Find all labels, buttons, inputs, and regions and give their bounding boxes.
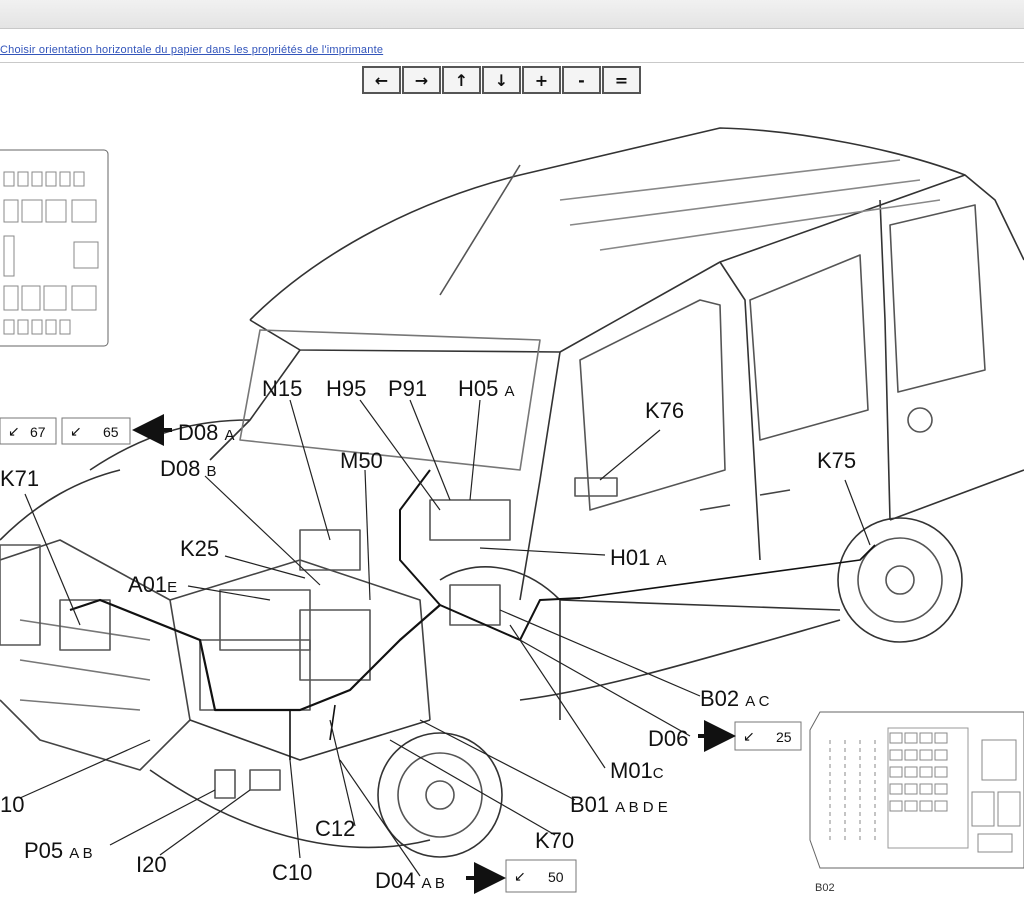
label-p91: P91	[388, 376, 427, 401]
label-d08b: D08 B	[160, 456, 217, 481]
ref-25-label: 25	[776, 729, 792, 745]
browser-toolbar	[0, 0, 1024, 29]
label-a01e: A01E	[128, 572, 177, 597]
label-m01c: M01C	[610, 758, 664, 783]
label-h05: H05 A	[458, 376, 515, 401]
label-n15: N15	[262, 376, 302, 401]
ref-box-65[interactable]: ↙ 65	[61, 417, 131, 445]
fuse-box-top-left	[0, 149, 109, 347]
ref-box-67[interactable]: ↙ 67	[0, 417, 57, 445]
divider	[0, 62, 1024, 63]
label-d08a: D08 A	[178, 420, 235, 445]
print-orientation-link[interactable]: Choisir orientation horizontale du papie…	[0, 44, 384, 56]
pan-up-button[interactable]: ↑	[442, 66, 481, 94]
zoom-reset-button[interactable]: =	[602, 66, 641, 94]
ref-box-25[interactable]: ↙ 25	[734, 721, 802, 751]
leader-lines	[19, 399, 871, 877]
label-c10: C10	[272, 860, 312, 885]
svg-text:↙: ↙	[743, 728, 755, 744]
label-h95: H95	[326, 376, 366, 401]
label-b02-fusebox: B02	[815, 882, 835, 894]
label-d06: D06	[648, 726, 688, 751]
pan-right-button[interactable]: →	[402, 66, 441, 94]
label-b01: B01 A B D E	[570, 792, 668, 817]
label-k71: K71	[0, 466, 39, 491]
label-d04ab: D04 A B	[375, 868, 445, 893]
zoom-out-button[interactable]: -	[562, 66, 601, 94]
ref-67-label: 67	[30, 424, 46, 440]
svg-text:↙: ↙	[70, 423, 82, 439]
label-k25: K25	[180, 536, 219, 561]
label-b02ac: B02 A C	[700, 686, 770, 711]
ref-50-label: 50	[548, 869, 564, 885]
label-c12: C12	[315, 816, 355, 841]
diagram-navigation-toolbar: ← → ↑ ↓ + - =	[362, 66, 642, 94]
pan-left-button[interactable]: ←	[362, 66, 401, 94]
label-h01a: H01 A	[610, 545, 667, 570]
fuse-box-bottom-right	[809, 711, 1024, 869]
zoom-in-button[interactable]: +	[522, 66, 561, 94]
label-k76: K76	[645, 398, 684, 423]
label-10: 10	[0, 792, 24, 817]
van-illustration	[0, 127, 1024, 858]
label-k75: K75	[817, 448, 856, 473]
label-p05ab: P05 A B	[24, 838, 93, 863]
label-k70: K70	[535, 828, 574, 853]
pan-down-button[interactable]: ↓	[482, 66, 521, 94]
svg-text:↙: ↙	[8, 423, 20, 439]
label-i20: I20	[136, 852, 167, 877]
svg-text:↙: ↙	[514, 868, 526, 884]
label-m50: M50	[340, 448, 383, 473]
ref-box-50[interactable]: ↙ 50	[505, 859, 577, 893]
ref-65-label: 65	[103, 424, 119, 440]
